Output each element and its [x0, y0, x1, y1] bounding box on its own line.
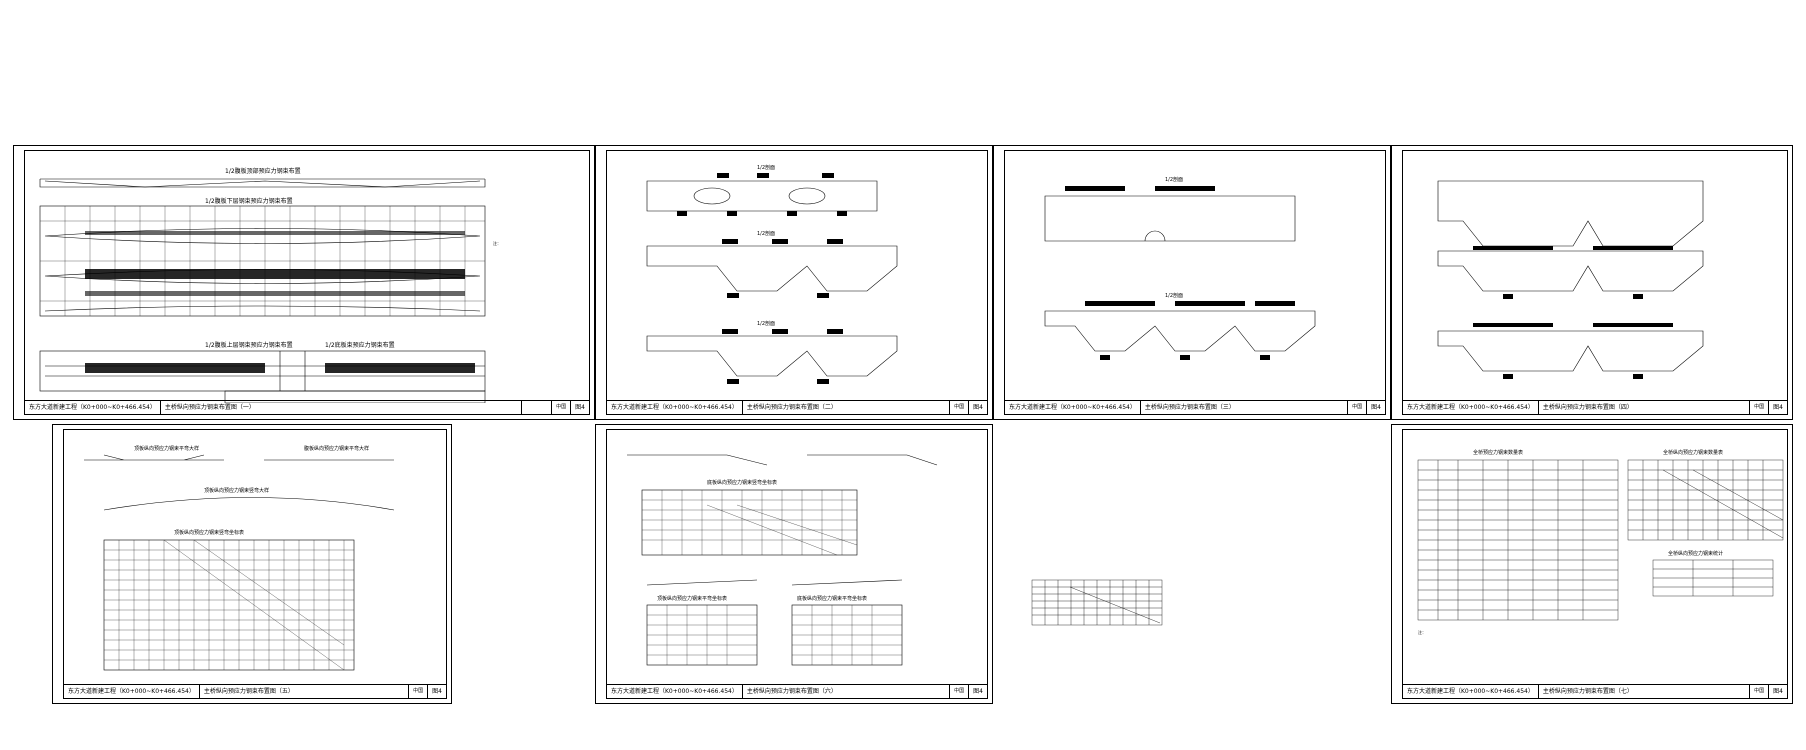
page-label: 图4: [973, 688, 983, 695]
label-1: 全桥预应力钢束数量表: [1473, 449, 1523, 456]
label-2: 1/2剖面: [757, 230, 775, 237]
notes-heading: 注：: [1418, 630, 1426, 635]
sheet-title: 主桥纵向预应力钢束布置图（四）: [1539, 401, 1751, 414]
title-block: 东方大道新建工程（K0+000~K0+466.454） 主桥纵向预应力钢束布置图…: [25, 400, 589, 414]
page-label: 图4: [1773, 688, 1783, 695]
project-title: 东方大道新建工程（K0+000~K0+466.454）: [1005, 401, 1141, 414]
page-label: 图4: [432, 688, 442, 695]
label-3: 底板纵向预应力钢束平弯坐标表: [797, 595, 867, 602]
label-4: 顶板纵向预应力钢束竖弯坐标表: [174, 529, 244, 536]
project-title: 东方大道新建工程（K0+000~K0+466.454）: [25, 401, 161, 414]
stamp: 中国: [1750, 685, 1770, 698]
drawing-frame: 顶板纵向预应力钢束平弯大样 腹板纵向预应力钢束平弯大样 顶板纵向预应力钢束竖弯大…: [63, 429, 447, 699]
section-drawing: 1/2剖面 1/2剖面 1/2剖面: [646, 164, 898, 384]
sheet-title: 主桥纵向预应力钢束布置图（一）: [161, 401, 523, 414]
drawing-frame: 1/2剖面 1/2剖面 东方大道新建工程（K0+000~K0+466.454） …: [1004, 150, 1386, 415]
detail-drawing: 底板纵向预应力钢束竖弯坐标表 顶板纵向预应力钢束平弯坐标表 底板纵向预应力钢束平…: [627, 454, 938, 666]
drawing-sheet-4[interactable]: 东方大道新建工程（K0+000~K0+466.454） 主桥纵向预应力钢束布置图…: [1391, 145, 1793, 420]
drawing-sheet-7[interactable]: 全桥预应力钢束数量表 全桥纵向预应力钢束数量表 全桥纵向预应力钢束统计 注： 东…: [1391, 424, 1793, 704]
stamp: 中国: [950, 401, 970, 414]
stamp: 中国: [950, 685, 970, 698]
label-2: 顶板纵向预应力钢束平弯坐标表: [657, 595, 727, 602]
label-2: 1/2剖面: [1165, 292, 1183, 299]
label-2: 腹板纵向预应力钢束平弯大样: [304, 445, 369, 452]
tendon-elevation-drawing: 1/2腹板顶部预应力钢束布置 1/2腹板下层钢束预应力钢束布置 1/2腹板上层钢…: [39, 167, 486, 403]
drawing-frame: 全桥预应力钢束数量表 全桥纵向预应力钢束数量表 全桥纵向预应力钢束统计 注： 东…: [1402, 429, 1788, 699]
drawing-sheet-6[interactable]: 底板纵向预应力钢束竖弯坐标表 顶板纵向预应力钢束平弯坐标表 底板纵向预应力钢束平…: [595, 424, 993, 704]
label-1: 顶板纵向预应力钢束平弯大样: [134, 445, 199, 452]
sheet-title: 主桥纵向预应力钢束布置图（二）: [743, 401, 951, 414]
label-1: 底板纵向预应力钢束竖弯坐标表: [707, 479, 777, 486]
project-title: 东方大道新建工程（K0+000~K0+466.454）: [1403, 401, 1539, 414]
notes-heading: 注：: [493, 241, 501, 246]
section-drawing: 1/2剖面 1/2剖面: [1044, 176, 1316, 360]
page-label: 图4: [1773, 404, 1783, 411]
title-block: 东方大道新建工程（K0+000~K0+466.454） 主桥纵向预应力钢束布置图…: [64, 684, 446, 698]
title-block: 东方大道新建工程（K0+000~K0+466.454） 主桥纵向预应力钢束布置图…: [1403, 400, 1787, 414]
drawing-frame: 1/2剖面 1/2剖面 1/2剖面 东方大道新建工程（K0+000~K0+466…: [606, 150, 988, 415]
notes: 注：: [493, 241, 583, 246]
notes: 注：: [1418, 630, 1778, 635]
label-3: 全桥纵向预应力钢束统计: [1668, 550, 1723, 557]
label-1: 1/2剖面: [757, 164, 775, 171]
label-2: 1/2腹板下层钢束预应力钢束布置: [205, 197, 293, 205]
label-3: 1/2腹板上层钢束预应力钢束布置: [205, 341, 293, 349]
drawing-sheet-2[interactable]: 1/2剖面 1/2剖面 1/2剖面 东方大道新建工程（K0+000~K0+466…: [595, 145, 993, 420]
label-1: 1/2腹板顶部预应力钢束布置: [225, 167, 301, 175]
title-block: 东方大道新建工程（K0+000~K0+466.454） 主桥纵向预应力钢束布置图…: [1403, 684, 1787, 698]
page-label: 图4: [973, 404, 983, 411]
drawing-frame: 东方大道新建工程（K0+000~K0+466.454） 主桥纵向预应力钢束布置图…: [1402, 150, 1788, 415]
drawing-sheet-1[interactable]: 1/2腹板顶部预应力钢束布置 1/2腹板下层钢束预应力钢束布置 1/2腹板上层钢…: [13, 145, 595, 420]
quantity-tables: 全桥预应力钢束数量表 全桥纵向预应力钢束数量表 全桥纵向预应力钢束统计: [1417, 449, 1784, 621]
page-label: 图4: [1371, 404, 1381, 411]
project-title: 东方大道新建工程（K0+000~K0+466.454）: [607, 401, 743, 414]
sheet-title: 主桥纵向预应力钢束布置图（七）: [1539, 685, 1751, 698]
sheet-title: 主桥纵向预应力钢束布置图（六）: [743, 685, 951, 698]
stamp: 中国: [552, 401, 572, 414]
drawing-sheet-5[interactable]: 顶板纵向预应力钢束平弯大样 腹板纵向预应力钢束平弯大样 顶板纵向预应力钢束竖弯大…: [52, 424, 452, 704]
project-title: 东方大道新建工程（K0+000~K0+466.454）: [1403, 685, 1539, 698]
sheet-title: 主桥纵向预应力钢束布置图（五）: [200, 685, 410, 698]
signature-cell: [522, 401, 553, 414]
stamp: 中国: [1750, 401, 1770, 414]
page-label: 图4: [575, 404, 585, 411]
title-block: 东方大道新建工程（K0+000~K0+466.454） 主桥纵向预应力钢束布置图…: [1005, 400, 1385, 414]
drawing-frame: 底板纵向预应力钢束竖弯坐标表 顶板纵向预应力钢束平弯坐标表 底板纵向预应力钢束平…: [606, 429, 988, 699]
sheet-title: 主桥纵向预应力钢束布置图（三）: [1141, 401, 1349, 414]
drawing-frame: 1/2腹板顶部预应力钢束布置 1/2腹板下层钢束预应力钢束布置 1/2腹板上层钢…: [24, 150, 590, 415]
label-3: 顶板纵向预应力钢束竖弯大样: [204, 487, 269, 494]
project-title: 东方大道新建工程（K0+000~K0+466.454）: [607, 685, 743, 698]
label-3: 1/2剖面: [757, 320, 775, 327]
coordinate-table: [1031, 579, 1163, 626]
drawing-sheet-3[interactable]: 1/2剖面 1/2剖面 东方大道新建工程（K0+000~K0+466.454） …: [993, 145, 1391, 420]
coordinate-table-sheet[interactable]: [1030, 575, 1165, 630]
title-block: 东方大道新建工程（K0+000~K0+466.454） 主桥纵向预应力钢束布置图…: [607, 400, 987, 414]
label-2: 全桥纵向预应力钢束数量表: [1663, 449, 1723, 456]
title-block: 东方大道新建工程（K0+000~K0+466.454） 主桥纵向预应力钢束布置图…: [607, 684, 987, 698]
label-1: 1/2剖面: [1165, 176, 1183, 183]
section-drawing: [1437, 180, 1704, 379]
stamp: 中国: [409, 685, 429, 698]
label-4: 1/2底板束预应力钢束布置: [325, 341, 395, 349]
detail-drawing: 顶板纵向预应力钢束平弯大样 腹板纵向预应力钢束平弯大样 顶板纵向预应力钢束竖弯大…: [84, 445, 395, 671]
stamp: 中国: [1348, 401, 1368, 414]
project-title: 东方大道新建工程（K0+000~K0+466.454）: [64, 685, 200, 698]
